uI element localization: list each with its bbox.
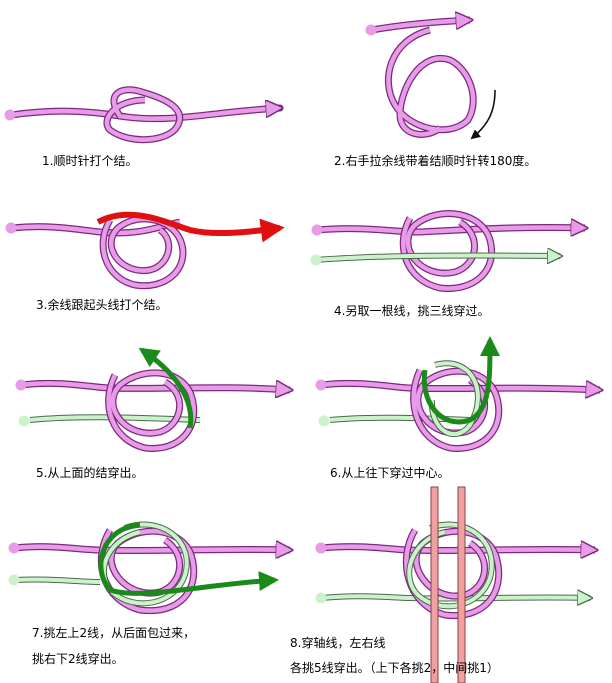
step-1-illustration (4, 86, 281, 144)
step-8-caption-line2: 各挑5线穿出。（上下各挑2，中间挑1） (290, 661, 499, 675)
step-4-illustration (310, 210, 586, 292)
cord-end-dot (311, 224, 323, 236)
step-3-caption: 3.余线跟起头线打个结。 (36, 298, 168, 312)
dark-green-cord (138, 347, 194, 429)
green-end-dot (315, 592, 327, 604)
cord-end-dot (5, 222, 17, 234)
dark-green-cord (98, 522, 279, 596)
rotate-arrow (470, 89, 496, 140)
cord-end-dot (8, 542, 20, 554)
cord-end-dot (4, 109, 16, 121)
step-4-caption: 4.另取一根线，挑三线穿过。 (334, 304, 490, 318)
green-end-dot (8, 574, 20, 586)
red-cord (96, 211, 285, 243)
green-end-dot (310, 254, 322, 266)
cord-end-dot (315, 542, 327, 554)
step-7-caption-line2: 挑右下2线穿出。 (32, 652, 124, 666)
pink-cord (4, 86, 281, 144)
step-2-caption: 2.右手拉余线带着结顺时针转180度。 (334, 154, 537, 168)
cord-end-dot (15, 379, 27, 391)
step-7-caption: 7.挑左上2线，从后面包过来， (32, 626, 196, 640)
step-8-caption: 8.穿轴线，左右线 (290, 636, 386, 650)
step-3-illustration (5, 211, 285, 290)
step-8-illustration (315, 486, 596, 683)
step-2-illustration (365, 20, 496, 140)
green-end-dot (318, 415, 330, 427)
axis-cords (430, 486, 466, 683)
step-6-illustration (315, 336, 601, 452)
step-6-caption: 6.从上往下穿过中心。 (330, 466, 450, 480)
green-end-dot (18, 415, 30, 427)
step-5-illustration (15, 347, 291, 452)
dark-green-cord (421, 336, 500, 425)
cord-end-dot (315, 379, 327, 391)
step-1-caption: 1.顺时针打个结。 (42, 154, 138, 168)
step-5-caption: 5.从上面的结穿出。 (36, 466, 144, 480)
cord-end-dot (365, 24, 377, 36)
step-7-illustration (8, 521, 291, 615)
